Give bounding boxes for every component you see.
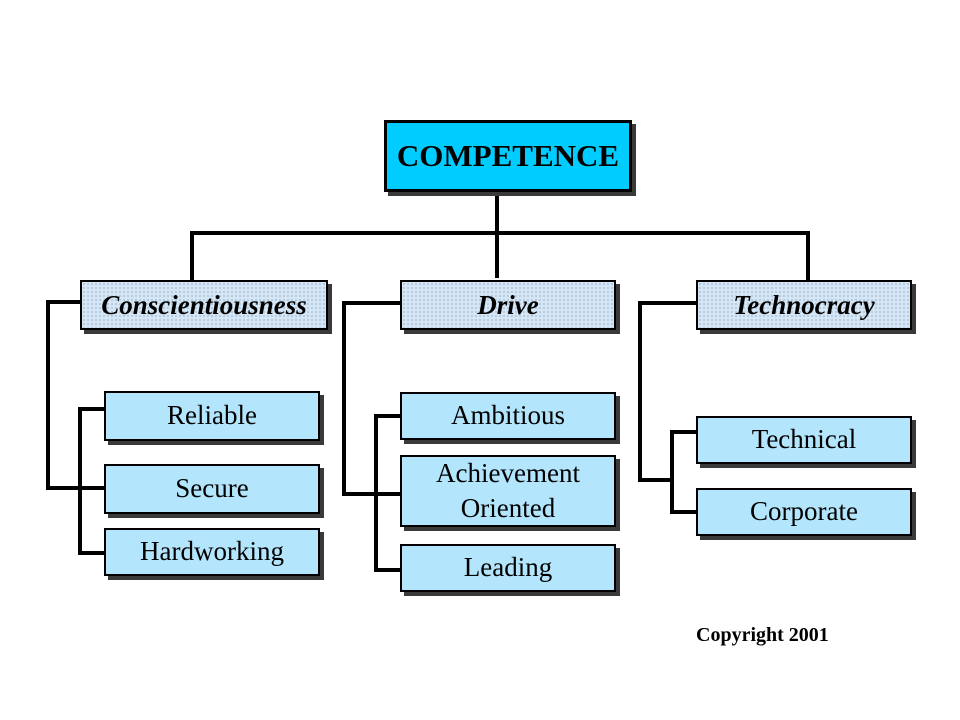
item-label: Leading xyxy=(463,552,553,583)
item-reliable: Reliable xyxy=(104,391,320,441)
category-label: Drive xyxy=(477,289,539,320)
item-label: Reliable xyxy=(167,400,257,431)
item-technical: Technical xyxy=(696,416,912,464)
category-conscientiousness: Conscientiousness xyxy=(80,280,328,330)
item-label: Hardworking xyxy=(140,536,284,567)
item-ambitious: Ambitious xyxy=(400,392,616,440)
item-corporate: Corporate xyxy=(696,488,912,536)
item-label: Secure xyxy=(175,473,249,504)
category-drive: Drive xyxy=(400,280,616,330)
category-label: Technocracy xyxy=(733,289,875,320)
item-achievement-oriented: Achievement Oriented xyxy=(400,455,616,527)
item-hardworking: Hardworking xyxy=(104,528,320,576)
category-label: Conscientiousness xyxy=(101,289,307,320)
category-technocracy: Technocracy xyxy=(696,280,912,330)
item-label: Corporate xyxy=(750,496,858,527)
item-label: Technical xyxy=(751,424,857,455)
item-leading: Leading xyxy=(400,544,616,592)
item-label: Ambitious xyxy=(450,400,565,431)
copyright-text: Copyright 2001 xyxy=(696,624,829,646)
item-secure: Secure xyxy=(104,464,320,514)
root-node: COMPETENCE xyxy=(384,120,632,192)
item-label: Achievement Oriented xyxy=(436,457,580,523)
root-label: COMPETENCE xyxy=(396,138,620,173)
